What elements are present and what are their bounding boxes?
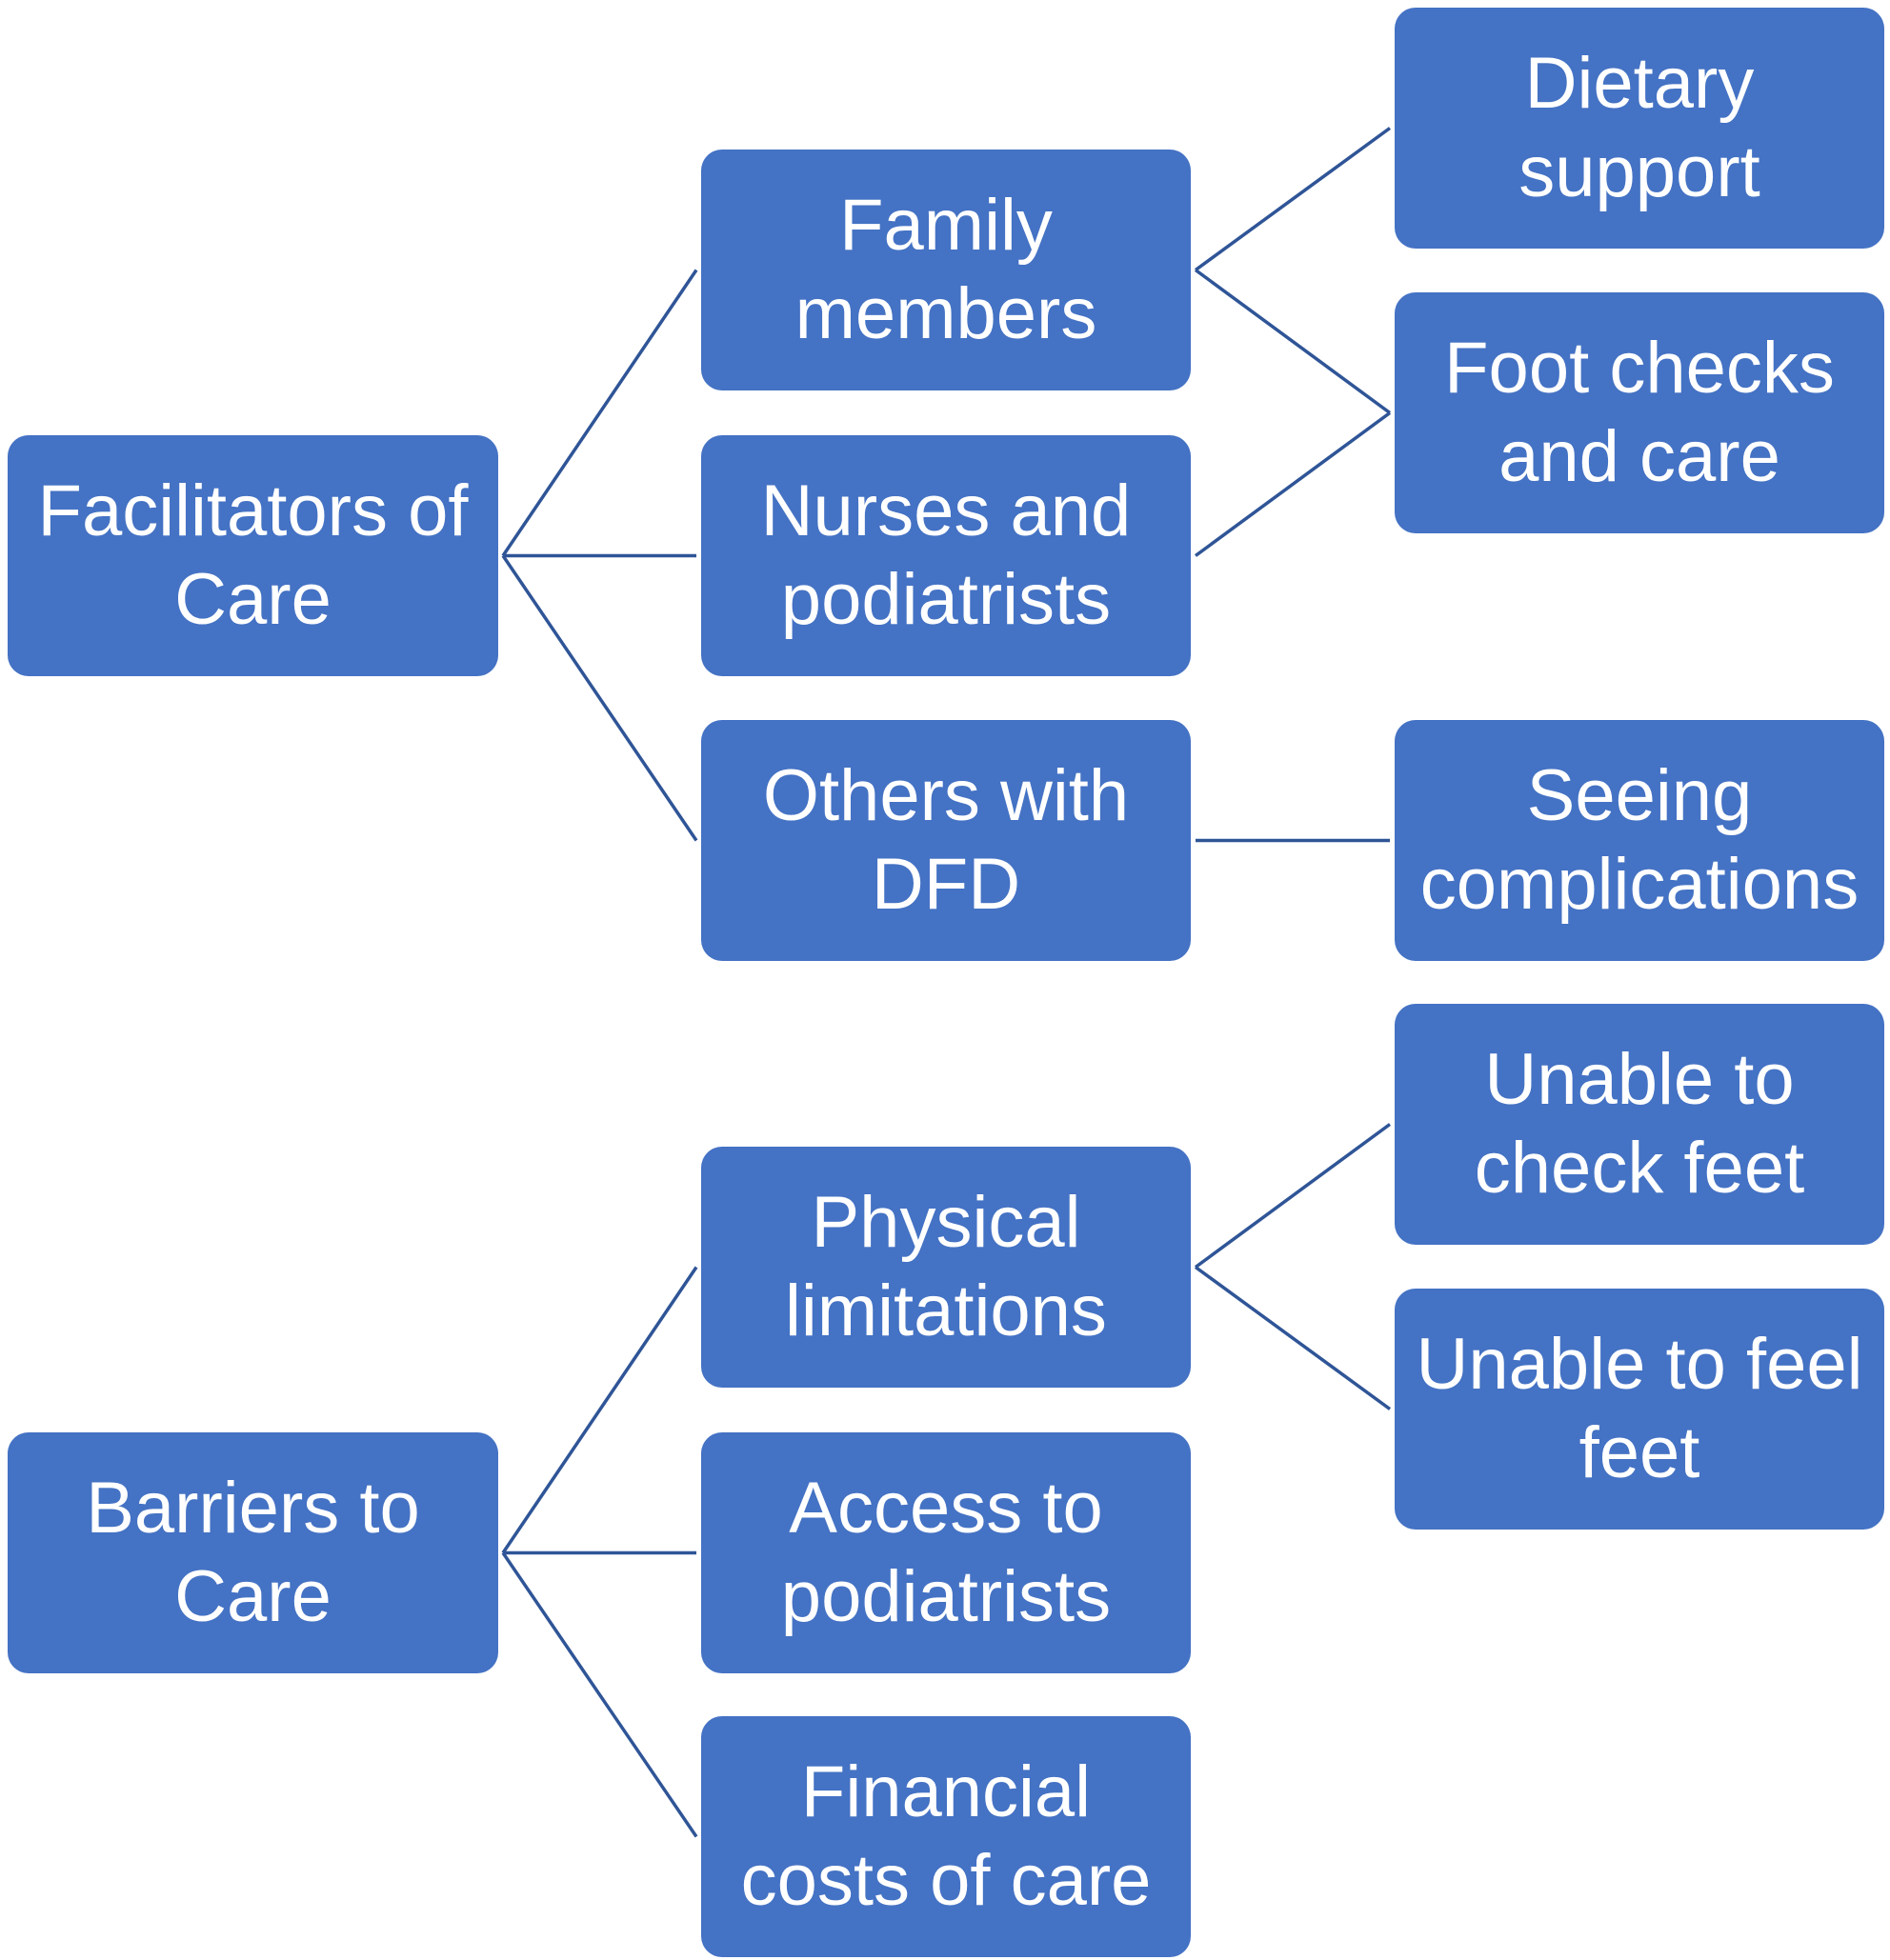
connector-facilitators-to-others: [501, 554, 698, 842]
node-nurses-and-podiatrists: Nurses and podiatrists: [701, 435, 1191, 676]
node-access-to-podiatrists: Access to podiatrists: [701, 1432, 1191, 1673]
node-financial-costs-of-care: Financial costs of care: [701, 1716, 1191, 1957]
node-facilitators-of-care: Facilitators of Care: [8, 435, 498, 676]
connector-physical-to-unable_check: [1194, 1123, 1392, 1269]
node-foot-checks-and-care: Foot checks and care: [1395, 292, 1884, 533]
connector-nurses-to-foot_checks: [1194, 411, 1392, 557]
node-barriers-to-care: Barriers to Care: [8, 1432, 498, 1673]
connector-family-to-dietary: [1194, 127, 1392, 271]
node-others-with-dfd: Others with DFD: [701, 720, 1191, 961]
connector-barriers-to-financial: [501, 1551, 698, 1838]
node-dietary-support: Dietary support: [1395, 8, 1884, 249]
node-unable-to-check-feet: Unable to check feet: [1395, 1004, 1884, 1245]
connector-physical-to-unable_feel: [1194, 1266, 1392, 1410]
connector-facilitators-to-family: [501, 269, 698, 557]
node-physical-limitations: Physical limitations: [701, 1147, 1191, 1388]
connector-barriers-to-physical: [501, 1266, 698, 1554]
node-seeing-complications: Seeing complications: [1395, 720, 1884, 961]
node-family-members: Family members: [701, 150, 1191, 390]
connector-family-to-foot_checks: [1194, 269, 1392, 414]
node-unable-to-feel-feet: Unable to feel feet: [1395, 1289, 1884, 1530]
